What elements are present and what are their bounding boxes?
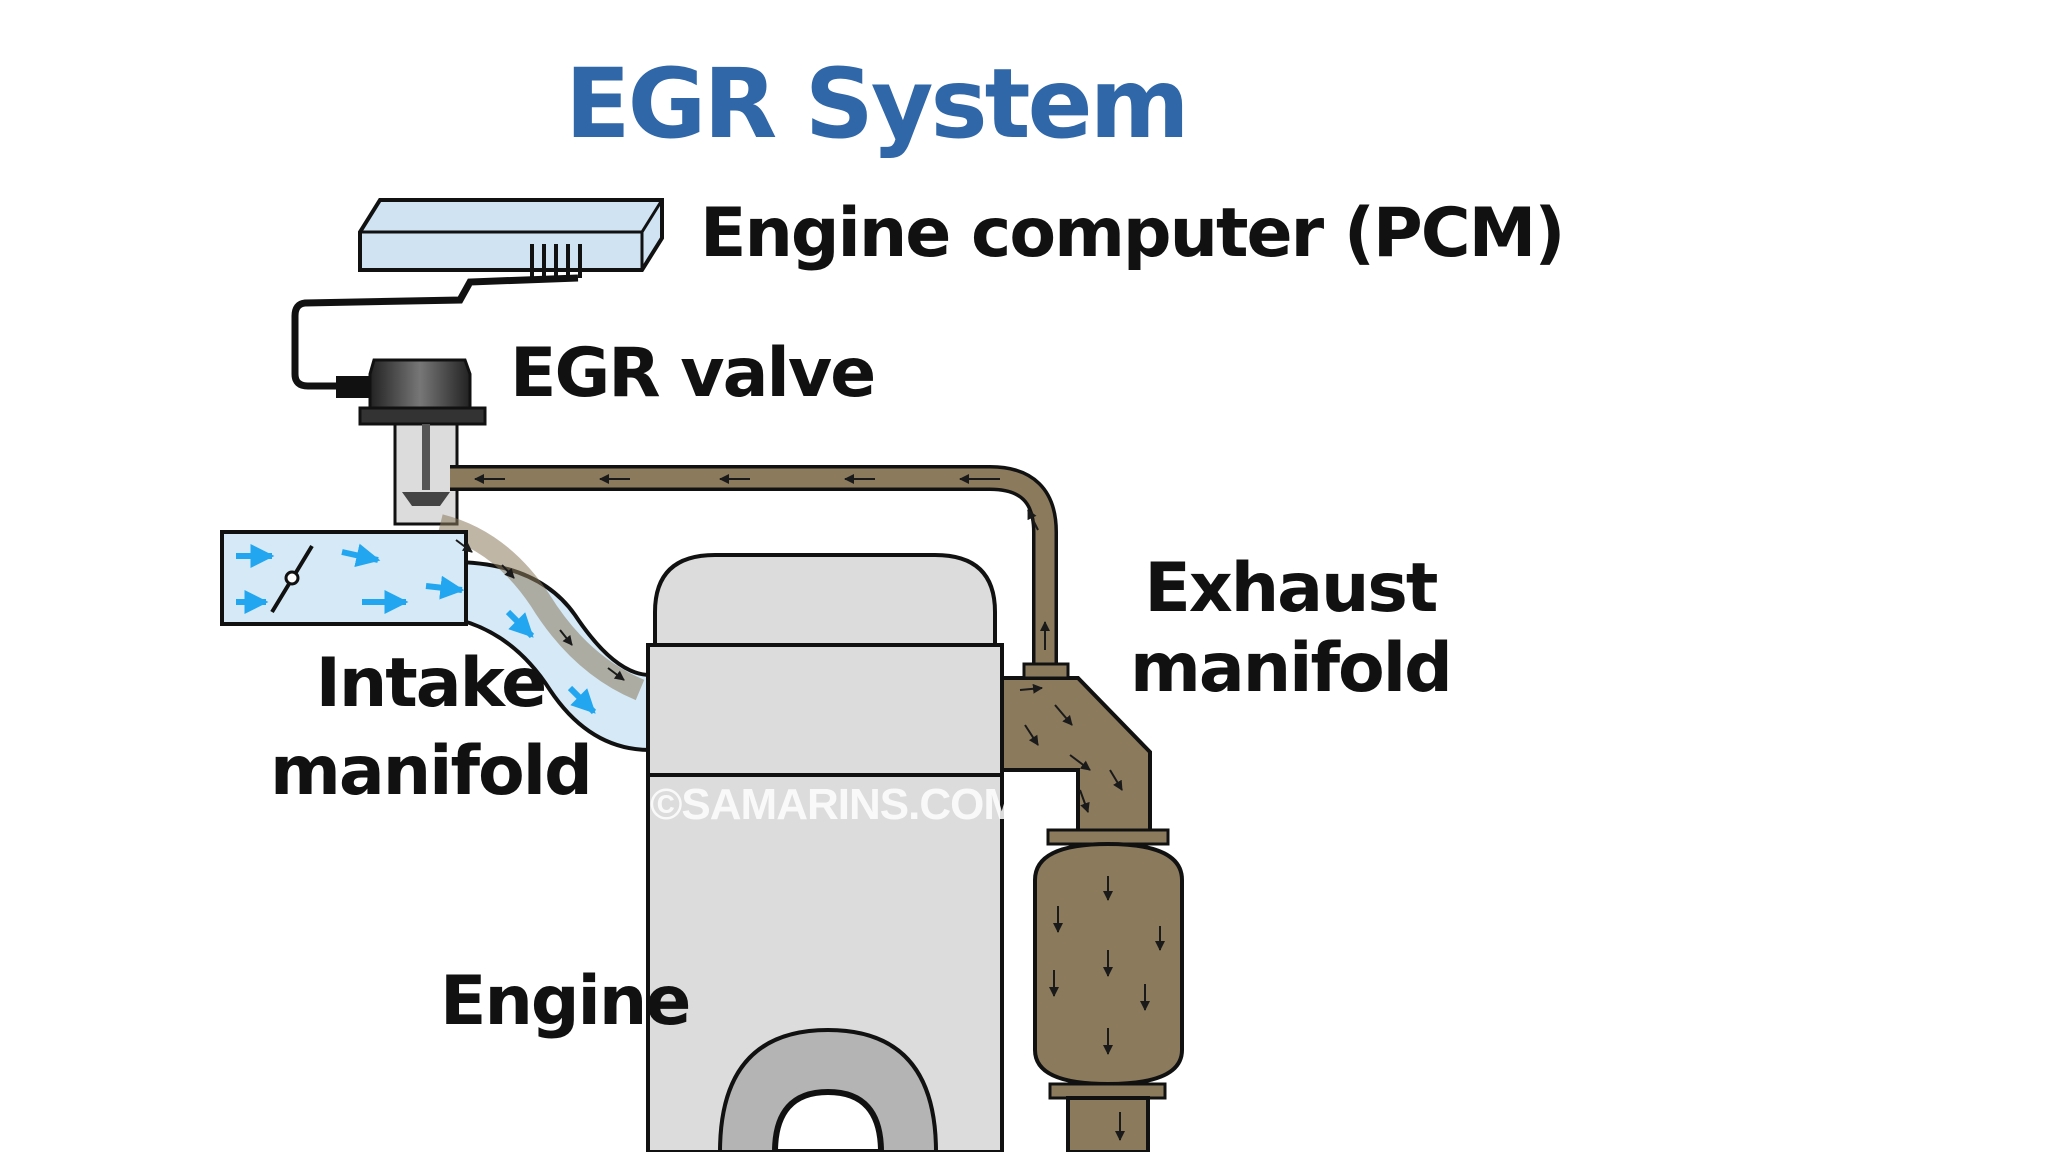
pcm-box: [358, 198, 664, 278]
throttle-body: [220, 530, 468, 626]
pcm-label: Engine computer (PCM): [700, 194, 1565, 273]
exhaust-manifold-label: Exhaust manifold: [1130, 549, 1453, 708]
catalytic-converter: [1033, 828, 1184, 1154]
pcm-wire: [291, 274, 579, 390]
exhaust-label-line1: Exhaust: [1144, 549, 1438, 628]
intake-manifold-label: Intake manifold: [270, 644, 593, 811]
watermark: ©SAMARINS.COM: [650, 780, 1020, 829]
air-flow-arrows: [236, 539, 625, 715]
exhaust-manifold: [1000, 662, 1152, 837]
engine-block: [646, 553, 1004, 1155]
engine-label: Engine: [440, 962, 691, 1041]
diagram-title: EGR System: [565, 48, 1190, 160]
egr-valve: [336, 358, 487, 526]
egr-flow-arrows: [474, 474, 1050, 650]
intake-label-line2: manifold: [270, 732, 593, 811]
intake-label-line1: Intake: [315, 644, 548, 723]
exhaust-label-line2: manifold: [1130, 629, 1453, 708]
egr-valve-label: EGR valve: [510, 334, 876, 413]
throttle-plate: [270, 544, 314, 614]
